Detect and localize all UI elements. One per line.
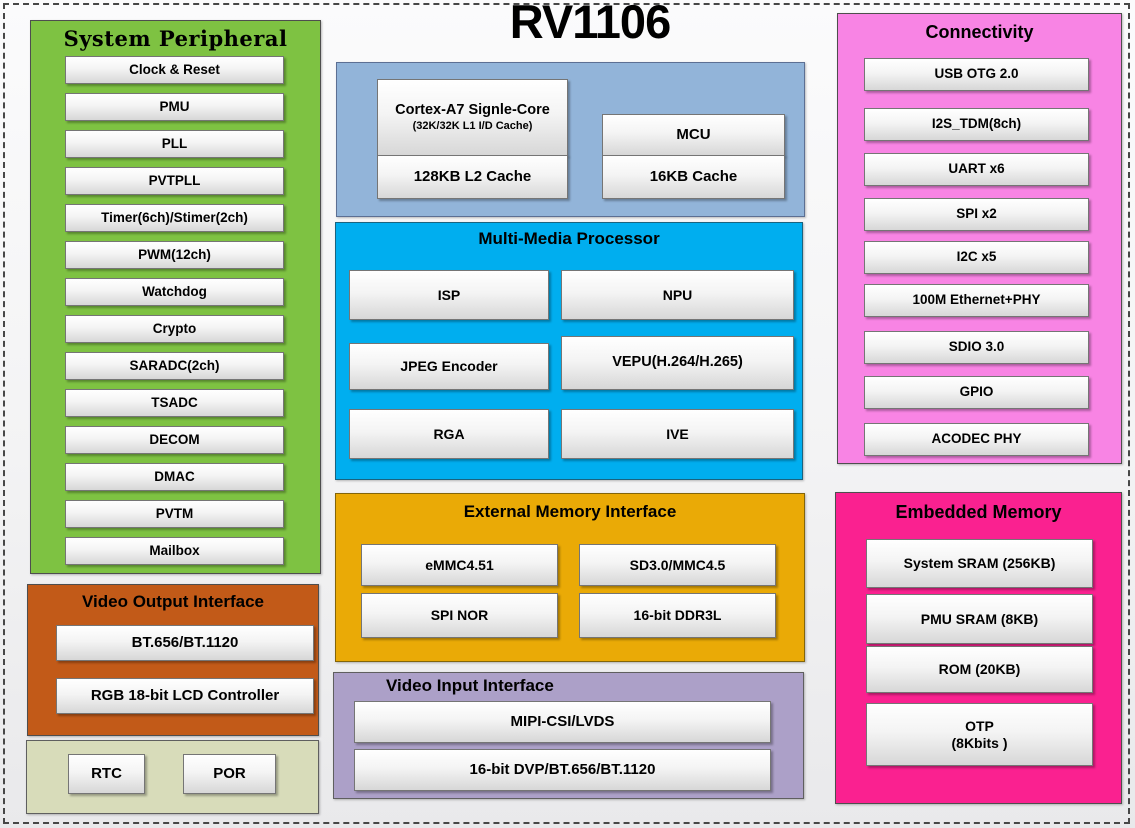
page-title: RV1106 [509,0,671,48]
video-input-title: Video Input Interface [386,676,554,695]
block-system-sram: System SRAM (256KB) [866,539,1093,588]
block-i2c: I2C x5 [864,241,1089,274]
cortex-cache-label: (32K/32K L1 I/D Cache) [412,119,533,132]
block-dmac: DMAC [65,463,284,491]
block-tsadc: TSADC [65,389,284,417]
block-crypto: Crypto [65,315,284,343]
connectivity-section: Connectivity USB OTG 2.0 I2S_TDM(8ch) UA… [837,13,1122,464]
block-mailbox: Mailbox [65,537,284,565]
block-mipi-csi-lvds: MIPI-CSI/LVDS [354,701,771,743]
block-rga: RGA [349,409,549,459]
block-pmu-sram: PMU SRAM (8KB) [866,594,1093,644]
cortex-core-label: Cortex-A7 Signle-Core [395,102,550,119]
embedded-memory-section: Embedded Memory System SRAM (256KB) PMU … [835,492,1122,804]
video-input-section: Video Input Interface MIPI-CSI/LVDS 16-b… [333,672,804,799]
block-por: POR [183,754,276,794]
block-gpio: GPIO [864,376,1089,409]
multimedia-section: Multi-Media Processor ISP NPU JPEG Encod… [335,222,803,480]
block-watchdog: Watchdog [65,278,284,306]
block-pmu: PMU [65,93,284,121]
multimedia-title: Multi-Media Processor [478,229,660,248]
connectivity-title: Connectivity [925,22,1034,42]
block-mcu: MCU [602,114,785,156]
system-peripheral-section: System Peripheral Clock & Reset PMU PLL … [30,20,321,574]
block-pll: PLL [65,130,284,158]
block-rtc: RTC [68,754,145,794]
block-timer-stimer: Timer(6ch)/Stimer(2ch) [65,204,284,232]
block-ddr3l: 16-bit DDR3L [579,593,776,638]
block-spi-nor: SPI NOR [361,593,558,638]
block-i2s-tdm: I2S_TDM(8ch) [864,108,1089,141]
block-ethernet-phy: 100M Ethernet+PHY [864,284,1089,317]
system-peripheral-title: System Peripheral [63,26,288,51]
power-section: RTC POR [26,740,319,814]
block-cortex-a7: Cortex-A7 Signle-Core (32K/32K L1 I/D Ca… [377,79,568,156]
block-ive: IVE [561,409,794,459]
embedded-memory-title: Embedded Memory [895,502,1062,522]
block-bt656-bt1120-out: BT.656/BT.1120 [56,625,314,661]
block-pwm: PWM(12ch) [65,241,284,269]
block-rom: ROM (20KB) [866,646,1093,693]
block-decom: DECOM [65,426,284,454]
block-mcu-cache: 16KB Cache [602,155,785,199]
block-pvtpll: PVTPLL [65,167,284,195]
block-acodec-phy: ACODEC PHY [864,423,1089,456]
block-jpeg-encoder: JPEG Encoder [349,343,549,390]
block-pvtm: PVTM [65,500,284,528]
block-clock-reset: Clock & Reset [65,56,284,84]
block-uart: UART x6 [864,153,1089,186]
block-rgb-lcd-controller: RGB 18-bit LCD Controller [56,678,314,714]
block-dvp-bt656-bt1120: 16-bit DVP/BT.656/BT.1120 [354,749,771,791]
video-output-section: Video Output Interface BT.656/BT.1120 RG… [27,584,319,736]
external-memory-title: External Memory Interface [463,502,677,521]
block-vepu: VEPU(H.264/H.265) [561,336,794,390]
cpu-section: Cortex-A7 Signle-Core (32K/32K L1 I/D Ca… [336,62,805,217]
block-npu: NPU [561,270,794,320]
block-saradc: SARADC(2ch) [65,352,284,380]
video-output-title: Video Output Interface [82,592,264,611]
block-sd-mmc: SD3.0/MMC4.5 [579,544,776,586]
block-spi: SPI x2 [864,198,1089,231]
block-emmc: eMMC4.51 [361,544,558,586]
block-otp: OTP (8Kbits ) [866,703,1093,766]
external-memory-section: External Memory Interface eMMC4.51 SD3.0… [335,493,805,662]
block-l2-cache: 128KB L2 Cache [377,155,568,199]
block-isp: ISP [349,270,549,320]
block-sdio: SDIO 3.0 [864,331,1089,364]
block-usb-otg: USB OTG 2.0 [864,58,1089,91]
